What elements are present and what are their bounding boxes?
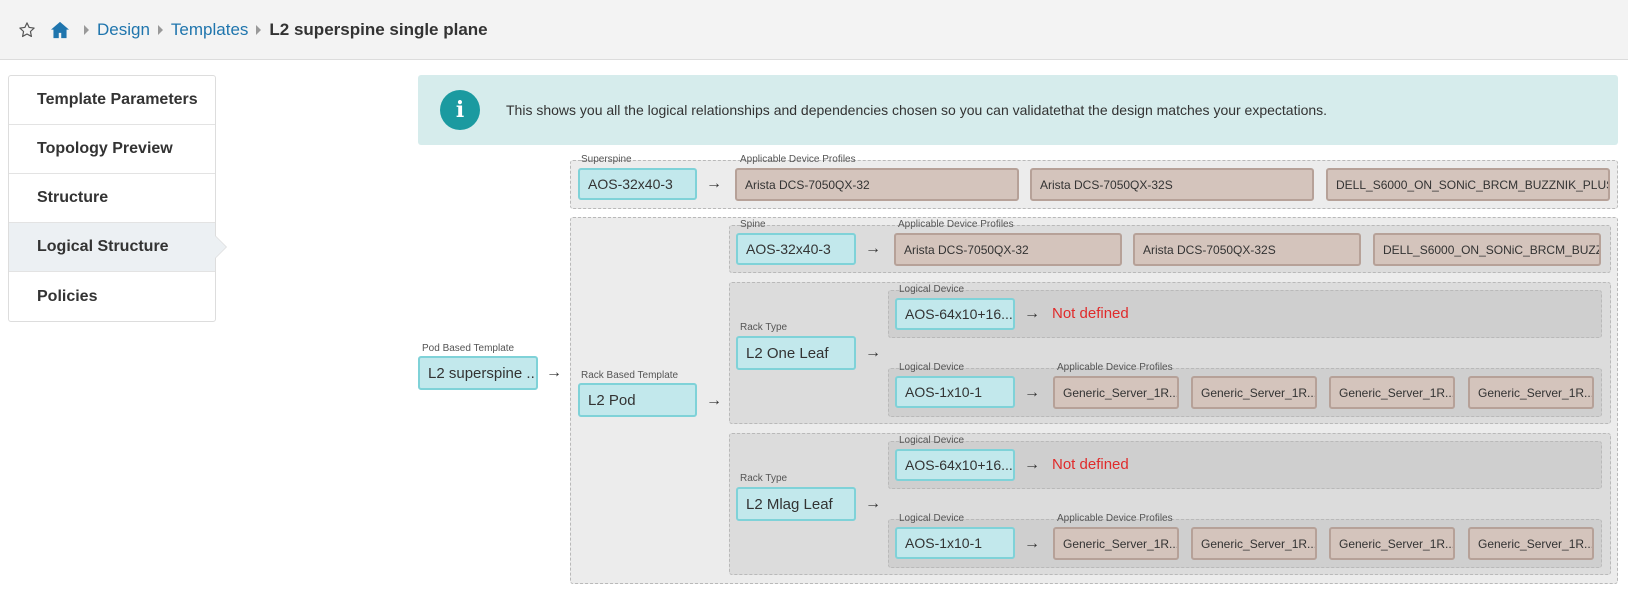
page-title: L2 superspine single plane <box>269 19 488 39</box>
arrow-right-icon: → <box>865 344 881 361</box>
server-profiles-label: Applicable Device Profiles <box>1057 362 1173 373</box>
pod-template-node[interactable]: L2 superspine ... <box>418 356 538 390</box>
logical-device-label: Logical Device <box>899 513 965 524</box>
chevron-right-icon <box>84 24 89 35</box>
superspine-device[interactable]: AOS-32x40-3 <box>578 168 697 200</box>
spine-device[interactable]: AOS-32x40-3 <box>736 233 856 265</box>
arrow-right-icon: → <box>1024 305 1040 322</box>
nav-item-topology-preview[interactable]: Topology Preview <box>9 125 215 174</box>
info-icon: i <box>440 90 480 130</box>
server-profile[interactable]: Generic_Server_1R... <box>1468 376 1594 409</box>
server-profile[interactable]: Generic_Server_1R... <box>1329 376 1455 409</box>
arrow-right-icon: → <box>865 495 881 512</box>
arrow-right-icon: → <box>1024 456 1040 473</box>
star-icon[interactable] <box>18 21 36 39</box>
spine-profile[interactable]: Arista DCS-7050QX-32 <box>894 233 1122 266</box>
superspine-profile[interactable]: DELL_S6000_ON_SONiC_BRCM_BUZZNIK_PLUS <box>1326 168 1610 201</box>
side-nav: Template Parameters Topology Preview Str… <box>8 75 227 322</box>
rack-type-label: Rack Type <box>740 322 788 333</box>
spine-profile[interactable]: DELL_S6000_ON_SONiC_BRCM_BUZZ... <box>1373 233 1601 266</box>
pod-template-label: Pod Based Template <box>422 343 515 354</box>
nav-item-logical-structure[interactable]: Logical Structure <box>9 223 227 272</box>
logical-device-label: Logical Device <box>899 435 965 446</box>
leaf-device[interactable]: AOS-64x10+16... <box>895 298 1015 330</box>
nav-item-policies[interactable]: Policies <box>37 287 98 305</box>
arrow-right-icon: → <box>1024 535 1040 552</box>
server-device[interactable]: AOS-1x10-1 <box>895 527 1015 559</box>
arrow-right-icon: → <box>706 392 722 409</box>
server-profile[interactable]: Generic_Server_1R... <box>1053 527 1179 560</box>
breadcrumb-bar: Design Templates L2 superspine single pl… <box>0 0 1628 60</box>
server-profile[interactable]: Generic_Server_1R... <box>1329 527 1455 560</box>
rack-type-node[interactable]: L2 One Leaf <box>736 336 856 370</box>
spine-label: Spine <box>740 219 766 230</box>
server-device[interactable]: AOS-1x10-1 <box>895 376 1015 408</box>
chevron-right-icon <box>256 24 262 35</box>
superspine-profile[interactable]: Arista DCS-7050QX-32S <box>1030 168 1314 201</box>
rack-template-label: Rack Based Template <box>581 370 679 381</box>
breadcrumb-templates-link[interactable]: Templates <box>170 19 249 39</box>
info-banner: i This shows you all the logical relatio… <box>418 75 1618 145</box>
logical-device-label: Logical Device <box>899 284 965 295</box>
superspine-profiles-label: Applicable Device Profiles <box>740 154 856 165</box>
superspine-label: Superspine <box>581 154 632 165</box>
server-profile[interactable]: Generic_Server_1R... <box>1191 527 1317 560</box>
rack-type-node[interactable]: L2 Mlag Leaf <box>736 487 856 521</box>
arrow-right-icon: → <box>1024 384 1040 401</box>
server-profiles-label: Applicable Device Profiles <box>1057 513 1173 524</box>
home-icon[interactable] <box>50 21 70 39</box>
arrow-right-icon: → <box>865 240 881 257</box>
server-profile[interactable]: Generic_Server_1R... <box>1468 527 1594 560</box>
server-profile[interactable]: Generic_Server_1R... <box>1053 376 1179 409</box>
arrow-right-icon: → <box>706 175 722 192</box>
info-text: This shows you all the logical relations… <box>506 102 1328 118</box>
leaf-device[interactable]: AOS-64x10+16... <box>895 449 1015 481</box>
arrow-right-icon: → <box>546 364 562 381</box>
nav-item-structure[interactable]: Structure <box>9 174 215 223</box>
chevron-right-icon <box>157 24 163 35</box>
not-defined-status: Not defined <box>1052 456 1129 473</box>
server-profile[interactable]: Generic_Server_1R... <box>1191 376 1317 409</box>
spine-profiles-label: Applicable Device Profiles <box>898 219 1014 230</box>
spine-profile[interactable]: Arista DCS-7050QX-32S <box>1133 233 1361 266</box>
nav-item-template-parameters[interactable]: Template Parameters <box>9 76 215 125</box>
breadcrumb-design-link[interactable]: Design <box>97 19 150 39</box>
logical-device-label: Logical Device <box>899 362 965 373</box>
not-defined-status: Not defined <box>1052 305 1129 322</box>
rack-type-label: Rack Type <box>740 473 788 484</box>
rack-template-node[interactable]: L2 Pod <box>578 383 697 417</box>
superspine-profile[interactable]: Arista DCS-7050QX-32 <box>735 168 1019 201</box>
